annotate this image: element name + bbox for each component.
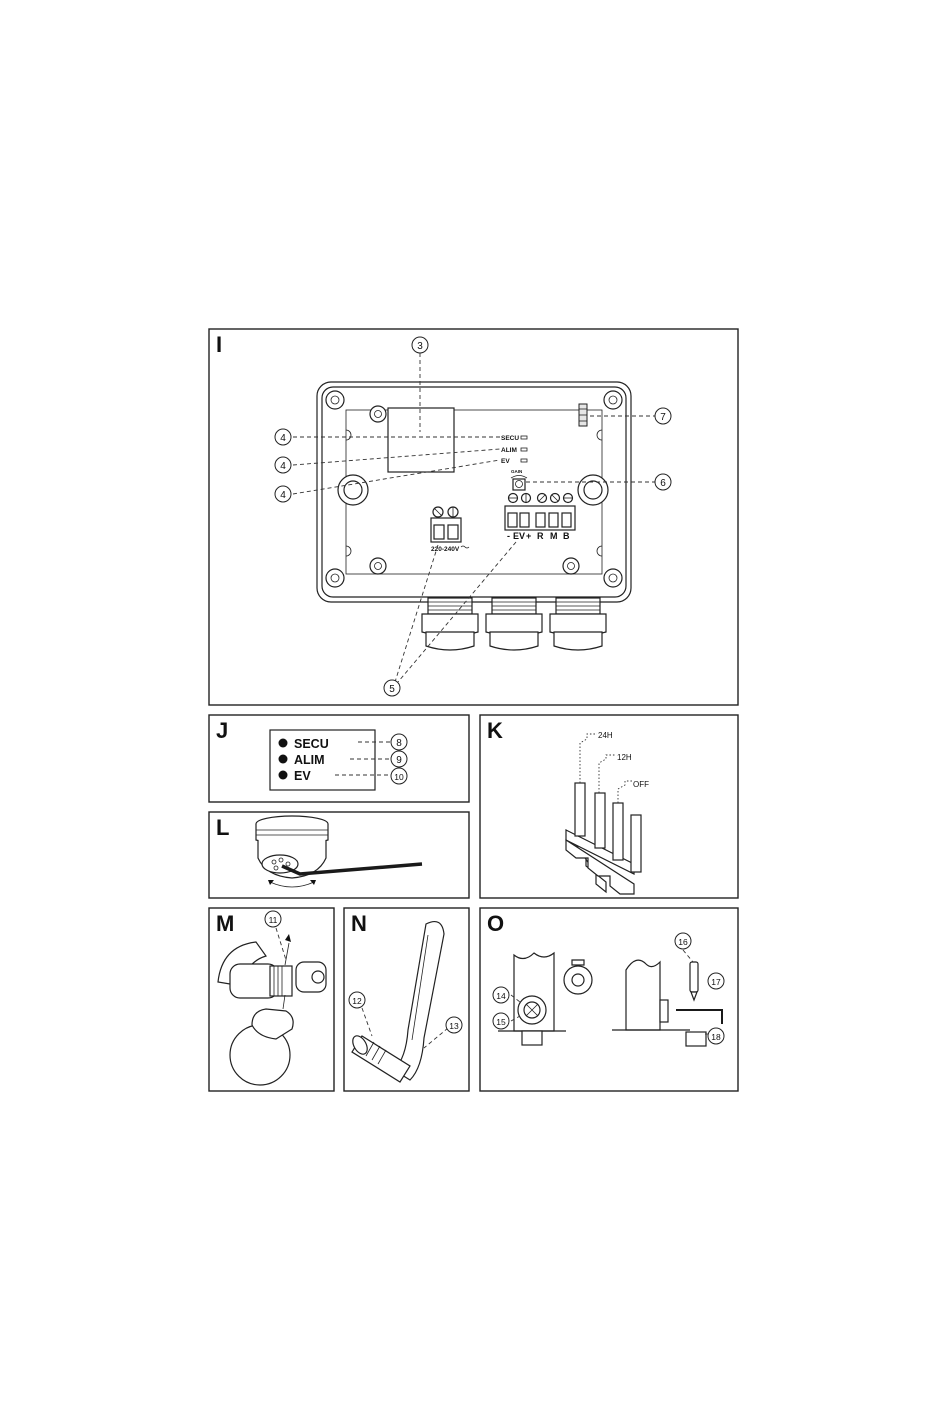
terminal-label-r: R xyxy=(537,531,544,541)
jumper-label-off: OFF xyxy=(633,780,649,789)
svg-text:3: 3 xyxy=(417,341,423,352)
callout-4: 4 xyxy=(274,456,292,474)
svg-text:14: 14 xyxy=(496,991,506,1001)
panel-label-o: O xyxy=(487,911,504,936)
hex-key-icon xyxy=(676,1009,723,1024)
terminal-label-ev: EV xyxy=(513,531,525,541)
svg-text:5: 5 xyxy=(389,684,395,695)
terminal-label-minus: - xyxy=(507,531,510,541)
led-secu-icon xyxy=(278,738,288,748)
terminal-label-m: M xyxy=(550,531,558,541)
panel-label-k: K xyxy=(487,718,503,743)
solenoid-valve-icon xyxy=(217,941,327,999)
gain-potentiometer[interactable] xyxy=(512,478,526,491)
callout-5: 5 xyxy=(383,679,401,697)
cable-gland-icon xyxy=(421,597,607,651)
mounting-hole-icon xyxy=(337,474,609,506)
panel-label-l: L xyxy=(216,815,229,840)
svg-text:13: 13 xyxy=(449,1021,459,1031)
power-voltage-label: 220-240V xyxy=(431,546,460,553)
control-box-enclosure: SECU ALIM EV GAIN 220-240V xyxy=(316,381,632,603)
svg-text:4: 4 xyxy=(280,490,286,501)
svg-text:8: 8 xyxy=(396,738,402,749)
callout-8: 8 xyxy=(390,733,408,751)
callout-9: 9 xyxy=(390,750,408,768)
terminal-label-b: B xyxy=(563,531,570,541)
panel-label-n: N xyxy=(351,911,367,936)
callout-18: 18 xyxy=(707,1027,725,1045)
panel-m: M 11 xyxy=(208,907,335,1092)
callout-12: 12 xyxy=(348,991,366,1009)
led-alim-icon xyxy=(278,754,288,764)
pcb-screw-icon xyxy=(369,405,580,575)
panel-label-m: M xyxy=(216,911,234,936)
callout-17: 17 xyxy=(707,972,725,990)
led-label-ev: EV xyxy=(294,769,311,783)
callout-3: 3 xyxy=(411,336,429,354)
jumper-label-24h: 24H xyxy=(598,731,613,740)
led-label-secu: SECU xyxy=(294,737,329,751)
callout-13: 13 xyxy=(445,1016,463,1034)
panel-o: O 14 15 16 17 xyxy=(479,907,739,1092)
svg-text:16: 16 xyxy=(678,937,688,947)
callout-10: 10 xyxy=(390,767,408,785)
panel-label-i: I xyxy=(216,332,222,357)
svg-text:7: 7 xyxy=(660,412,666,423)
svg-text:11: 11 xyxy=(269,915,278,925)
callout-6: 6 xyxy=(654,473,672,491)
panel-n: N 12 13 xyxy=(343,907,470,1092)
callout-15: 15 xyxy=(492,1012,510,1030)
callout-4: 4 xyxy=(274,428,292,446)
svg-text:10: 10 xyxy=(394,772,404,782)
corner-screw-icon xyxy=(325,390,623,588)
panel-label-j: J xyxy=(216,718,228,743)
callout-16: 16 xyxy=(674,932,692,950)
panel-l: L xyxy=(208,811,470,899)
svg-text:18: 18 xyxy=(711,1032,721,1042)
svg-text:17: 17 xyxy=(711,977,721,987)
svg-text:4: 4 xyxy=(280,433,286,444)
svg-text:4: 4 xyxy=(280,461,286,472)
jumper-label-12h: 12H xyxy=(617,753,632,762)
led-label-alim: ALIM xyxy=(501,447,517,454)
cam-shape-icon xyxy=(563,959,593,995)
hex-key-icon xyxy=(281,862,423,876)
svg-text:6: 6 xyxy=(660,478,666,489)
spout-filter-icon xyxy=(351,921,445,1083)
power-terminal-block xyxy=(430,506,462,543)
led-ev-icon xyxy=(278,770,288,780)
valve-body-front-icon xyxy=(498,951,566,1046)
svg-text:12: 12 xyxy=(352,996,362,1006)
panel-j: J SECU ALIM EV 8 9 10 xyxy=(208,714,470,803)
transformer-block xyxy=(387,407,455,473)
led-label-alim: ALIM xyxy=(294,753,325,767)
led-label-ev: EV xyxy=(501,458,510,465)
terminal-label-plus: + xyxy=(526,531,531,541)
svg-text:15: 15 xyxy=(496,1017,506,1027)
panel-k: K 24H 12H OFF xyxy=(479,714,739,899)
callout-11: 11 xyxy=(264,910,282,928)
signal-terminal-block xyxy=(504,492,576,531)
callout-14: 14 xyxy=(492,986,510,1004)
callout-7: 7 xyxy=(654,407,672,425)
panel-i: I xyxy=(208,328,739,706)
led-label-secu: SECU xyxy=(501,435,519,442)
gain-label: GAIN xyxy=(511,469,522,474)
callout-4: 4 xyxy=(274,485,292,503)
valve-body-side-icon xyxy=(612,959,707,1047)
jumper-header xyxy=(565,782,642,895)
svg-text:9: 9 xyxy=(396,755,402,766)
